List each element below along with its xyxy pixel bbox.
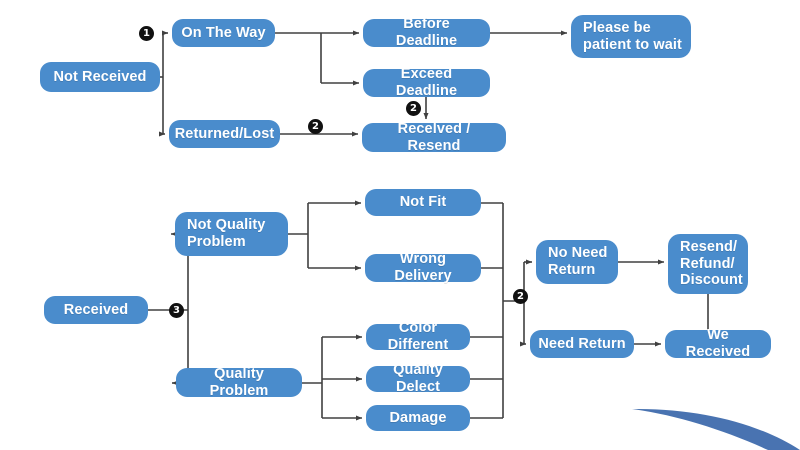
node-color-different[interactable]: Color Different [366, 320, 470, 353]
node-damage[interactable]: Damage [366, 405, 470, 431]
node-need-return[interactable]: Need Return [530, 330, 634, 358]
node-on-the-way[interactable]: On The Way [172, 19, 275, 47]
node-we-received[interactable]: We Received [665, 327, 771, 360]
decorative-swoosh [632, 408, 800, 450]
node-returned-lost[interactable]: Returned/Lost [169, 120, 280, 148]
node-resend-refund-discount[interactable]: Resend/ Refund/ Discount [668, 234, 748, 294]
node-received[interactable]: Received [44, 296, 148, 324]
marker-1-branch-not-received: 1 [139, 26, 154, 41]
node-quality-problem[interactable]: Quality Problem [176, 366, 302, 399]
marker-2-returned-lost: 2 [308, 119, 323, 134]
node-before-deadline[interactable]: Before Deadline [363, 16, 490, 49]
node-not-fit[interactable]: Not Fit [365, 189, 481, 216]
node-wrong-delivery[interactable]: Wrong Delivery [365, 251, 481, 284]
node-received-resend[interactable]: Recelved / Resend [362, 121, 506, 154]
node-not-quality-problem[interactable]: Not Quality Problem [175, 212, 288, 256]
marker-2-return-split: 2 [513, 289, 528, 304]
node-exceed-deadline[interactable]: Exceed Deadline [363, 66, 490, 99]
marker-3-branch-received: 3 [169, 303, 184, 318]
node-no-need-return[interactable]: No Need Return [536, 240, 618, 284]
node-please-be-patient[interactable]: Please be patient to wait [571, 15, 691, 58]
marker-2-exceed-deadline: 2 [406, 101, 421, 116]
node-quality-delect[interactable]: Quality Delect [366, 362, 470, 395]
node-not-received[interactable]: Not Received [40, 62, 160, 92]
